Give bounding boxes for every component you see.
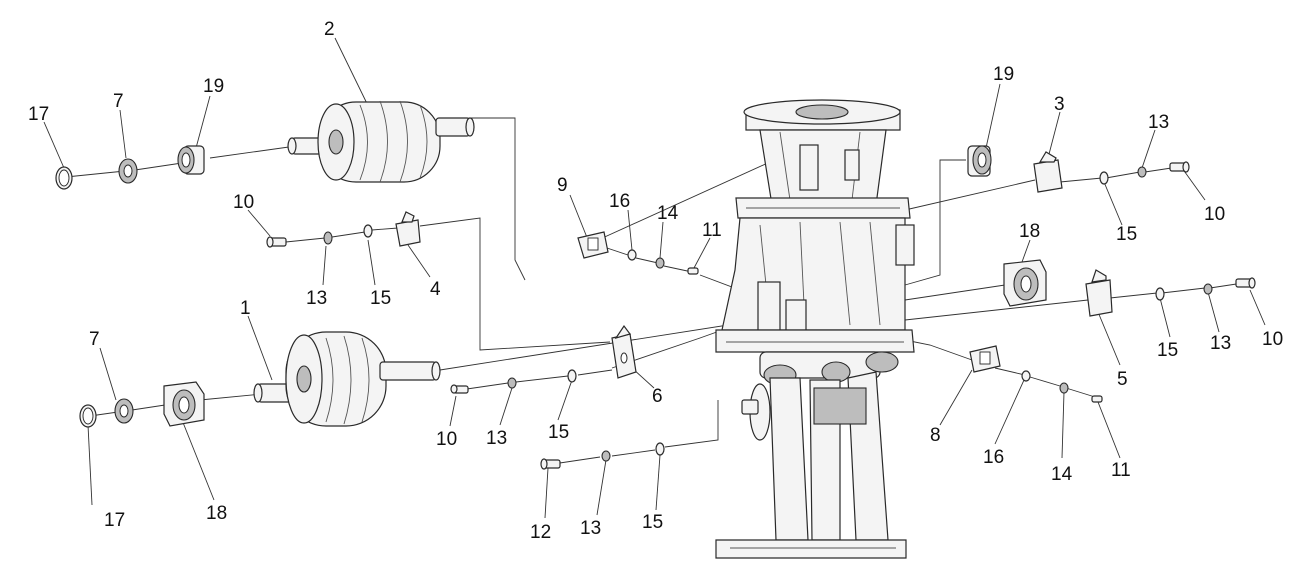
bolt-10-upper-right: [1169, 161, 1190, 173]
washer-15-upper: [363, 224, 373, 238]
clip-8: [969, 345, 1001, 373]
label-15-upper: 15: [370, 288, 391, 309]
bracket-3: [1033, 151, 1063, 193]
bolt-10-right: [1235, 277, 1256, 289]
label-11-right: 11: [1111, 460, 1131, 481]
nut-13-bottom: [601, 450, 611, 462]
washer-16-mid: [627, 249, 637, 261]
label-15-upper-right: 15: [1116, 224, 1137, 245]
label-10-right: 10: [1262, 329, 1283, 350]
label-15-right: 15: [1157, 340, 1178, 361]
nut-13-upper: [323, 231, 333, 245]
washer-15-bottom: [655, 442, 665, 456]
label-15-lower: 15: [548, 422, 569, 443]
assembly-lines: [65, 117, 1244, 465]
label-11-mid: 11: [702, 220, 722, 241]
label-10-upper-right: 10: [1204, 204, 1225, 225]
label-19-right: 19: [993, 64, 1014, 85]
label-1: 1: [240, 298, 251, 319]
label-10-lower: 10: [436, 429, 457, 450]
bolt-10-upper: [266, 236, 287, 248]
snap-ring-17-upper: [55, 166, 73, 190]
label-12: 12: [530, 522, 551, 543]
nut-14-right: [1059, 382, 1069, 394]
label-13-upper: 13: [306, 288, 327, 309]
washer-7-upper: [118, 158, 138, 184]
label-9: 9: [557, 175, 568, 196]
label-13-upper-right: 13: [1148, 112, 1169, 133]
clip-9: [577, 231, 609, 259]
label-18-right: 18: [1019, 221, 1040, 242]
label-7-lower: 7: [89, 329, 100, 350]
bracket-5: [1085, 269, 1113, 317]
label-15-bottom: 15: [642, 512, 663, 533]
label-3: 3: [1054, 94, 1065, 115]
label-7-upper: 7: [113, 91, 124, 112]
label-14-right: 14: [1051, 464, 1073, 485]
pin-11-mid: [687, 267, 699, 275]
callout-pointers: [43, 37, 1266, 519]
washer-15-lower: [567, 369, 577, 383]
pin-11-right: [1091, 395, 1103, 403]
snap-ring-17-lower: [79, 404, 97, 428]
label-19-upper: 19: [203, 76, 224, 97]
label-8: 8: [930, 425, 941, 446]
nut-13-lower: [507, 377, 517, 389]
bolt-10-lower: [450, 384, 469, 394]
washer-16-right: [1021, 370, 1031, 382]
label-17-upper: 17: [28, 104, 49, 125]
bearing-19-right: [967, 145, 992, 177]
label-2: 2: [324, 19, 335, 40]
label-13-bottom: 13: [580, 518, 601, 539]
washer-15-upper-right: [1099, 171, 1109, 185]
shaft-drum-2: [287, 100, 475, 183]
bracket-4: [395, 211, 421, 247]
label-16-right: 16: [983, 447, 1004, 468]
label-13-lower: 13: [486, 428, 507, 449]
label-4: 4: [430, 279, 441, 300]
bolt-12: [540, 458, 561, 470]
nut-14-mid: [655, 257, 665, 269]
bearing-19-upper: [177, 145, 205, 175]
nut-13-upper-right: [1137, 166, 1147, 178]
callout-labels: 17 7 19 2 10 13 15 4 7 1 17 18 10 13 15 …: [28, 19, 1283, 543]
washer-15-right: [1155, 287, 1165, 301]
shaft-drum-1: [253, 331, 441, 427]
label-13-right: 13: [1210, 333, 1231, 354]
label-14-mid: 14: [657, 203, 679, 224]
label-16-mid: 16: [609, 191, 630, 212]
label-17-lower: 17: [104, 510, 125, 531]
bracket-6: [611, 324, 637, 379]
bearing-housing-18-right: [1003, 259, 1047, 307]
label-6: 6: [652, 386, 663, 407]
nut-13-right: [1203, 283, 1213, 295]
label-5: 5: [1117, 369, 1128, 390]
bearing-housing-18-left: [163, 381, 205, 427]
label-10-upper: 10: [233, 192, 254, 213]
label-18-left: 18: [206, 503, 227, 524]
main-frame: [715, 99, 915, 559]
washer-7-lower: [114, 398, 134, 424]
